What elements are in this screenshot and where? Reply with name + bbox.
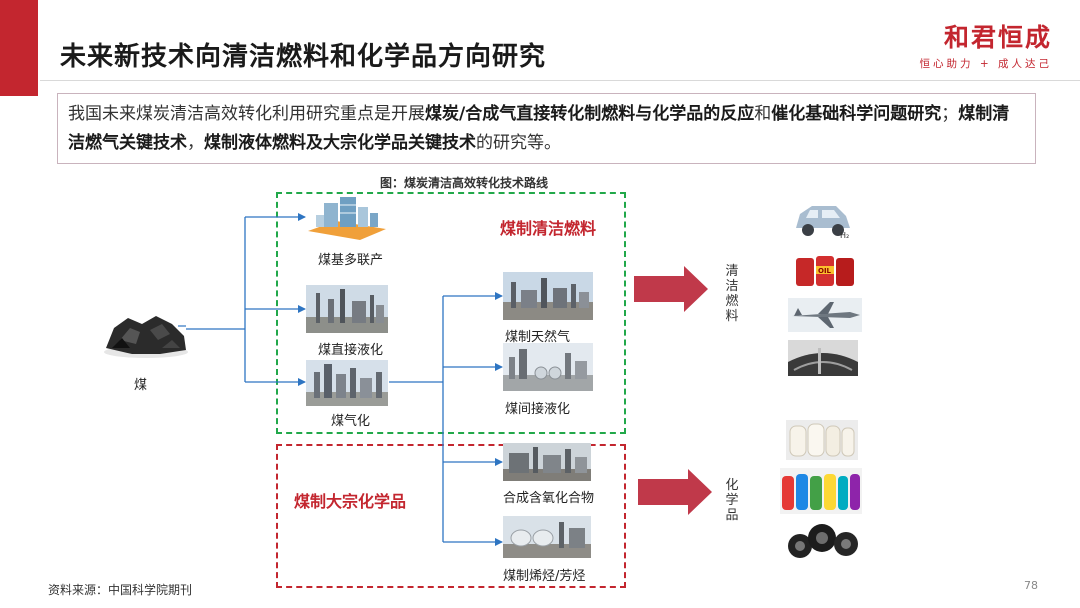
direct-liquefaction-plant-image: [306, 285, 388, 333]
gasification-plant-image: [306, 360, 388, 406]
colored-yarn-image: [780, 468, 862, 514]
summary-bold-text: 煤制清洁燃气关键技术: [68, 104, 1010, 153]
summary-text: 的研究等。: [476, 133, 561, 153]
coal-label: 煤: [134, 378, 148, 393]
fighter-jet-image: [788, 298, 862, 332]
car-image: H₂: [790, 196, 856, 240]
summary-bold-text: 催化基础科学问题研究: [771, 104, 942, 124]
summary-text: ，: [187, 133, 204, 153]
olefins-plant-image: [503, 516, 591, 558]
bulk-chemicals-group-box: [276, 444, 626, 588]
figure-caption: 图：煤炭清洁高效转化技术路线: [380, 176, 549, 190]
node-label-olefins: 煤制烯烃/芳烃: [503, 569, 586, 584]
title-accent-bar: [0, 0, 38, 96]
textile-rolls-image: [786, 420, 858, 460]
gas-storage-image: [788, 340, 858, 376]
oil-barrels-image: OIL: [792, 250, 858, 290]
brand-logo: 和君恒成 恒心助力 + 成人达己: [920, 18, 1052, 71]
node-label-polygeneration: 煤基多联产: [318, 253, 384, 268]
sng-plant-image: [503, 272, 593, 320]
summary-bold-text: 煤炭/合成气直接转化制燃料与化学品的反应: [425, 104, 755, 124]
arrow-to-clean-fuel: [634, 266, 708, 312]
output-label-chemicals: 化学品: [725, 478, 739, 523]
oxygenates-plant-image: [503, 443, 591, 481]
node-label-sng: 煤制天然气: [505, 330, 571, 345]
summary-text: 和: [754, 104, 772, 124]
node-label-oxygenates: 合成含氧化合物: [503, 491, 595, 506]
arrow-to-chemicals: [638, 469, 712, 515]
header-divider: [40, 80, 1080, 81]
brand-name: 和君恒成: [943, 23, 1052, 52]
indirect-liquefaction-plant-image: [503, 343, 593, 391]
tires-image: [786, 520, 860, 560]
node-label-direct-liquefaction: 煤直接液化: [318, 343, 384, 358]
page-title: 未来新技术向清洁燃料和化学品方向研究: [60, 42, 547, 72]
source-note: 资料来源：中国科学院期刊: [48, 583, 193, 597]
summary-text: 我国未来煤炭清洁高效转化利用研究重点是开展: [68, 104, 425, 124]
svg-text:OIL: OIL: [818, 267, 832, 275]
polygeneration-plant-image: [306, 193, 388, 241]
coal-image: [100, 310, 192, 360]
node-label-gasification: 煤气化: [331, 414, 371, 429]
svg-text:H₂: H₂: [840, 231, 849, 240]
summary-box: 我国未来煤炭清洁高效转化利用研究重点是开展煤炭/合成气直接转化制燃料与化学品的反…: [57, 93, 1036, 164]
section-label-clean-fuel: 煤制清洁燃料: [500, 219, 597, 238]
node-label-indirect-liquefaction: 煤间接液化: [505, 402, 571, 417]
section-label-bulk-chemicals: 煤制大宗化学品: [294, 492, 407, 511]
page-number: 78: [1024, 579, 1038, 592]
brand-slogan: 恒心助力 + 成人达己: [919, 58, 1052, 70]
summary-bold-text: 煤制液体燃料及大宗化学品关键技术: [204, 133, 476, 153]
output-label-clean-fuel: 清洁燃料: [725, 264, 739, 324]
clean-fuel-group-box: [276, 192, 626, 434]
summary-text: ；: [941, 104, 959, 124]
